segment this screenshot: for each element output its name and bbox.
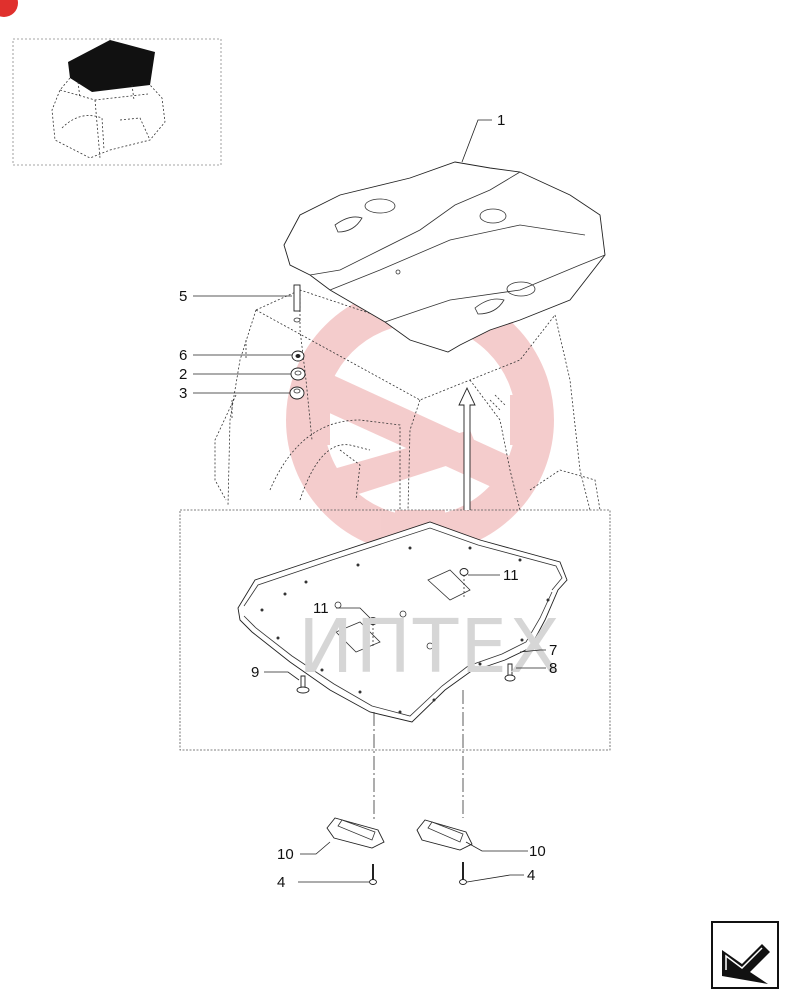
next-page-arrow-icon[interactable] bbox=[711, 921, 779, 989]
handle-right bbox=[416, 819, 473, 851]
callout-2: 2 bbox=[179, 366, 187, 383]
callout-10a: 10 bbox=[277, 846, 294, 863]
text-watermark: ИПТЕХ bbox=[298, 604, 562, 690]
callout-6: 6 bbox=[179, 347, 187, 364]
callout-11a: 11 bbox=[503, 567, 519, 584]
callout-5: 5 bbox=[179, 288, 187, 305]
callout-3: 3 bbox=[179, 385, 187, 402]
clip-a bbox=[459, 568, 469, 598]
callout-7: 7 bbox=[549, 642, 557, 659]
leader-lines bbox=[193, 119, 546, 883]
callout-11b: 11 bbox=[313, 600, 329, 617]
callout-4a: 4 bbox=[277, 874, 285, 891]
screw-8 bbox=[504, 663, 516, 682]
cab-roof-locator-icon bbox=[12, 38, 222, 166]
nut bbox=[291, 350, 305, 362]
callout-1: 1 bbox=[497, 112, 505, 129]
callout-8: 8 bbox=[549, 660, 557, 677]
corner-badge bbox=[0, 0, 18, 17]
callout-9: 9 bbox=[251, 664, 259, 681]
reference-arrow bbox=[458, 386, 476, 510]
spacer bbox=[289, 386, 305, 400]
handle-left bbox=[326, 817, 385, 849]
screw-9 bbox=[296, 675, 310, 694]
stud-bolt bbox=[293, 284, 301, 323]
callout-4b: 4 bbox=[527, 867, 535, 884]
headliner-panel bbox=[237, 521, 568, 723]
screw-4-right bbox=[459, 862, 467, 885]
washer bbox=[290, 367, 306, 381]
screw-4-left bbox=[369, 864, 377, 885]
roof-panel bbox=[283, 161, 606, 353]
detail-inset-frame bbox=[179, 509, 611, 751]
callout-10b: 10 bbox=[529, 843, 546, 860]
clip-b bbox=[368, 617, 378, 648]
